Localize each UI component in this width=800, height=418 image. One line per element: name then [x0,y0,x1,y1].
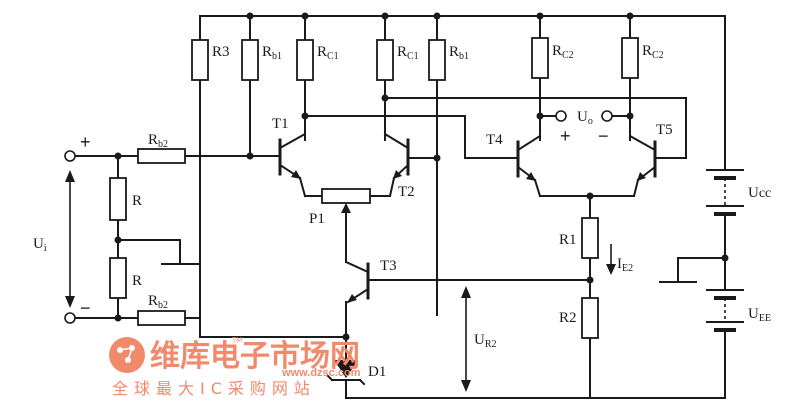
label-t3: T3 [380,258,397,274]
junction-dots [114,12,729,341]
label-t4: T4 [486,132,503,148]
resistor-rb1-right [428,39,446,81]
resistor-rc1-right [376,39,394,81]
sign-input-plus: + [80,132,91,152]
component-labels: R3 Rb1 RC1 RC1 Rb1 RC2 RC2 Rb2 Rb2 R R R… [33,43,771,380]
watermark-url: www.dzsc.com [281,367,361,379]
transistor-t3 [344,260,370,304]
sign-output-plus: + [560,126,571,146]
label-r3: R3 [212,44,230,60]
transistor-t5 [628,134,657,182]
zener-diode-d1 [326,360,366,386]
site-watermark: 维库电子市场网 TM www.dzsc.com 全球最大IC采购网站 [109,337,361,398]
watermark-tagline: 全球最大IC采购网站 [112,379,316,398]
label-rb2-top: Rb2 [148,132,168,150]
label-rc1-left: RC1 [317,44,339,62]
input-terminal-minus [64,312,76,324]
sign-output-minus: − [598,126,609,146]
label-uo: Uo [577,109,593,127]
label-rb1-left: Rb1 [262,44,282,62]
resistor-r1 [581,217,599,259]
label-rb2-bottom: Rb2 [148,293,168,311]
output-terminal-minus [601,110,613,122]
potentiometer-p1 [321,188,371,204]
label-t2: T2 [398,184,415,200]
resistor-r-bottom [109,257,127,299]
resistor-rb2-bottom [137,310,186,326]
wires [74,15,726,399]
battery-uee [706,289,744,332]
potentiometer-wiper-arrow [341,203,351,213]
label-r-top: R [132,193,142,209]
resistor-rc2-left [531,37,549,79]
transistors [278,132,657,304]
transistor-t4 [516,134,542,182]
transistor-t1 [278,132,307,180]
label-r2: R2 [559,310,577,326]
watermark-logo-text: 维库电子市场网 [150,339,360,374]
resistor-rb1-left [241,39,259,81]
label-rc1-right: RC1 [397,44,419,62]
input-terminal-plus [64,150,76,162]
label-r1: R1 [559,232,577,248]
label-rc2-left: RC2 [552,43,574,61]
resistor-rb2-top [137,148,186,164]
label-rb1-right: Rb1 [449,44,469,62]
label-r-bottom: R [132,273,142,289]
resistor-r2 [581,297,599,339]
label-ie2: IE2 [617,256,633,274]
label-rc2-right: RC2 [642,43,664,61]
label-t1: T1 [272,116,289,132]
label-ur2: UR2 [474,332,497,350]
resistor-rc2-right [621,37,639,79]
output-terminal-plus [555,110,567,122]
terminals [64,110,613,324]
watermark-tm: TM [232,337,242,344]
resistor-r-top [109,177,127,221]
resistor-r3 [191,39,209,81]
transistor-t2 [383,132,410,180]
voltage-current-arrows [65,170,616,392]
label-p1: P1 [309,211,325,227]
resistors [109,37,639,339]
watermark-logo-icon [109,337,145,373]
label-ui: Ui [33,236,47,254]
resistor-rc1-left [296,39,314,81]
label-t5: T5 [656,122,673,138]
battery-ucc [706,169,744,216]
label-ucc: Ucc [748,185,771,201]
sign-input-minus: − [80,298,91,318]
label-uee: UEE [748,306,771,324]
label-d1: D1 [368,364,386,380]
